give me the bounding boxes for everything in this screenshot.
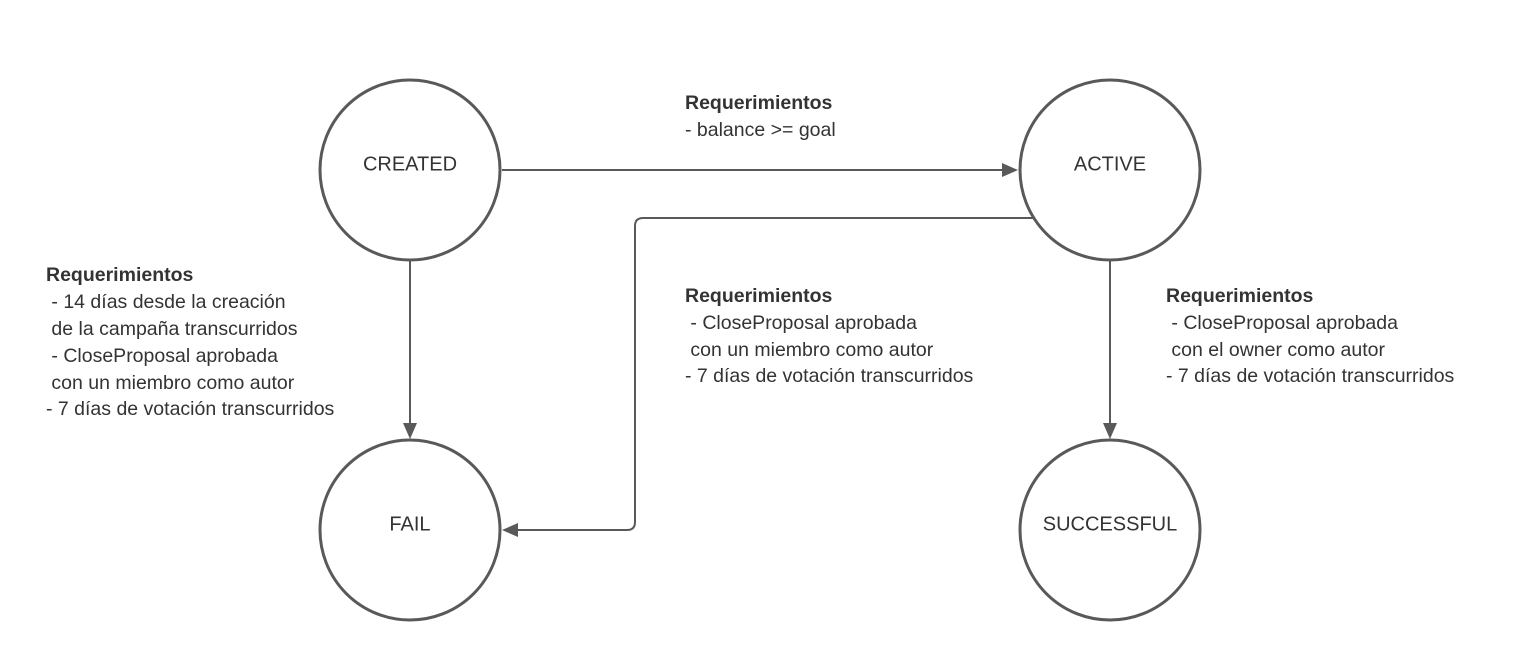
- state-created-circle: [318, 78, 502, 262]
- state-successful-label: SUCCESSFUL: [1043, 513, 1177, 535]
- state-successful-circle: [1018, 438, 1202, 622]
- requirements-active-to-successful: Requerimientos - CloseProposal aprobada …: [1166, 285, 1455, 387]
- state-created: CREATED: [318, 78, 502, 262]
- requirements-title: Requerimientos: [685, 285, 833, 307]
- state-successful: SUCCESSFUL: [1018, 438, 1202, 622]
- requirements-line: - 7 días de votación transcurridos: [1166, 365, 1455, 387]
- state-active-circle: [1018, 78, 1202, 262]
- requirements-created-to-fail: Requerimientos - 14 días desde la creaci…: [46, 264, 335, 420]
- requirements-line: con un miembro como autor: [685, 339, 934, 361]
- arrowhead-fail-top: [403, 423, 417, 439]
- requirements-title: Requerimientos: [685, 92, 833, 114]
- edge-active-to-fail: [518, 217, 1033, 531]
- state-fail-circle: [318, 438, 502, 622]
- state-fail: FAIL: [318, 438, 502, 622]
- requirements-line: - CloseProposal aprobada: [685, 312, 917, 334]
- arrowhead-active: [1002, 163, 1018, 177]
- state-active: ACTIVE: [1018, 78, 1202, 262]
- requirements-line: - 7 días de votación transcurridos: [46, 398, 335, 420]
- requirements-line: - balance >= goal: [685, 119, 836, 141]
- requirements-line: con el owner como autor: [1166, 339, 1385, 361]
- transition-created-to-fail: [403, 261, 417, 439]
- requirements-line: - CloseProposal aprobada: [46, 345, 278, 367]
- arrowhead-successful: [1103, 423, 1117, 439]
- requirements-line: - 7 días de votación transcurridos: [685, 365, 974, 387]
- transition-created-to-active: [502, 163, 1018, 177]
- state-active-label: ACTIVE: [1074, 153, 1146, 175]
- state-fail-label: FAIL: [389, 513, 430, 535]
- requirements-active-to-fail: Requerimientos - CloseProposal aprobada …: [685, 285, 974, 387]
- requirements-title: Requerimientos: [46, 264, 194, 286]
- requirements-line: con un miembro como autor: [46, 372, 295, 394]
- requirements-title: Requerimientos: [1166, 285, 1314, 307]
- arrowhead-fail-right: [502, 523, 518, 537]
- requirements-line: - 14 días desde la creación: [46, 291, 286, 313]
- requirements-line: - CloseProposal aprobada: [1166, 312, 1398, 334]
- requirements-line: de la campaña transcurridos: [46, 318, 298, 340]
- transition-active-to-successful: [1103, 261, 1117, 439]
- transition-active-to-fail: [502, 217, 1033, 537]
- requirements-created-to-active: Requerimientos - balance >= goal: [685, 92, 836, 141]
- state-created-label: CREATED: [363, 153, 457, 175]
